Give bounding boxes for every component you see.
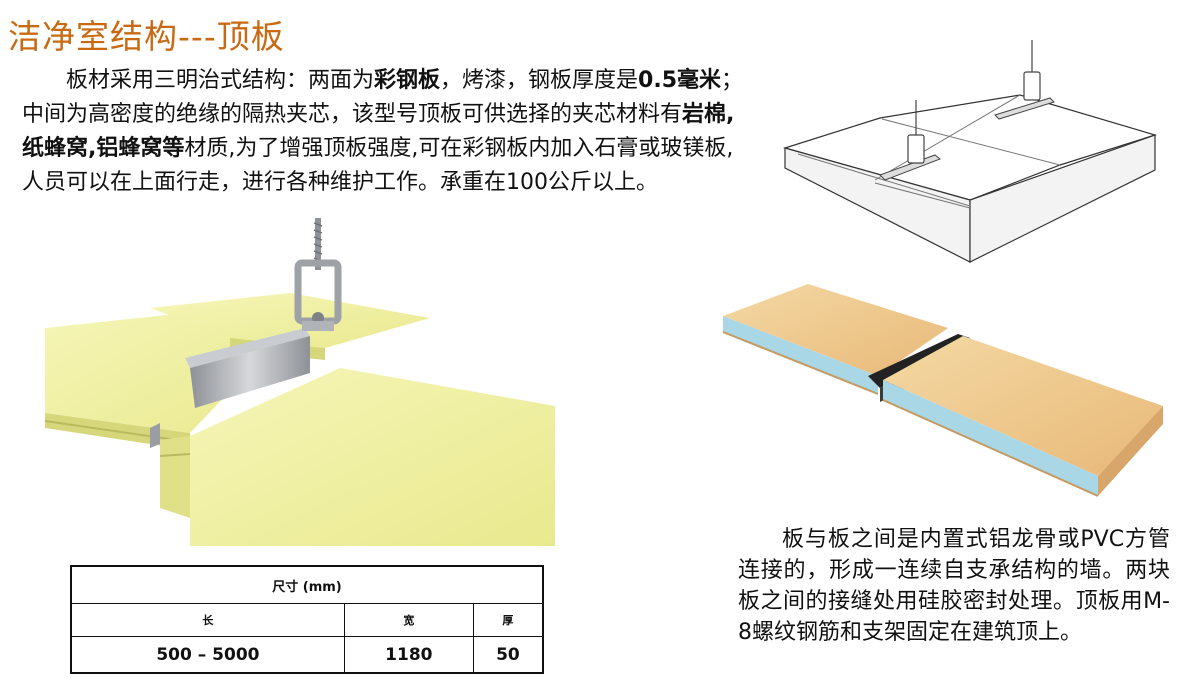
- size-spec-table: 尺寸 (mm) 长 宽 厚 500 – 5000 1180 50: [70, 565, 544, 674]
- intro-paragraph: 板材采用三明治式结构：两面为彩钢板，烤漆，钢板厚度是0.5毫米；中间为高密度的绝…: [22, 68, 744, 195]
- joint-description: 板与板之间是内置式铝龙骨或PVC方管连接的，形成一连续自支承结构的墙。两块板之间…: [738, 527, 1170, 645]
- value-width: 1180: [343, 636, 474, 674]
- panel-cross-section-drawing: [722, 284, 1163, 497]
- ceiling-panel-illustration: [44, 218, 555, 546]
- column-thickness: 厚: [472, 603, 544, 637]
- value-length: 500 – 5000: [70, 636, 345, 674]
- column-length: 长: [70, 603, 345, 637]
- column-width: 宽: [343, 603, 474, 637]
- value-thickness: 50: [472, 636, 544, 674]
- isometric-ceiling-drawing: [782, 40, 1158, 263]
- page-title: 洁净室结构---顶板: [8, 17, 285, 56]
- table-header: 尺寸 (mm): [70, 565, 544, 604]
